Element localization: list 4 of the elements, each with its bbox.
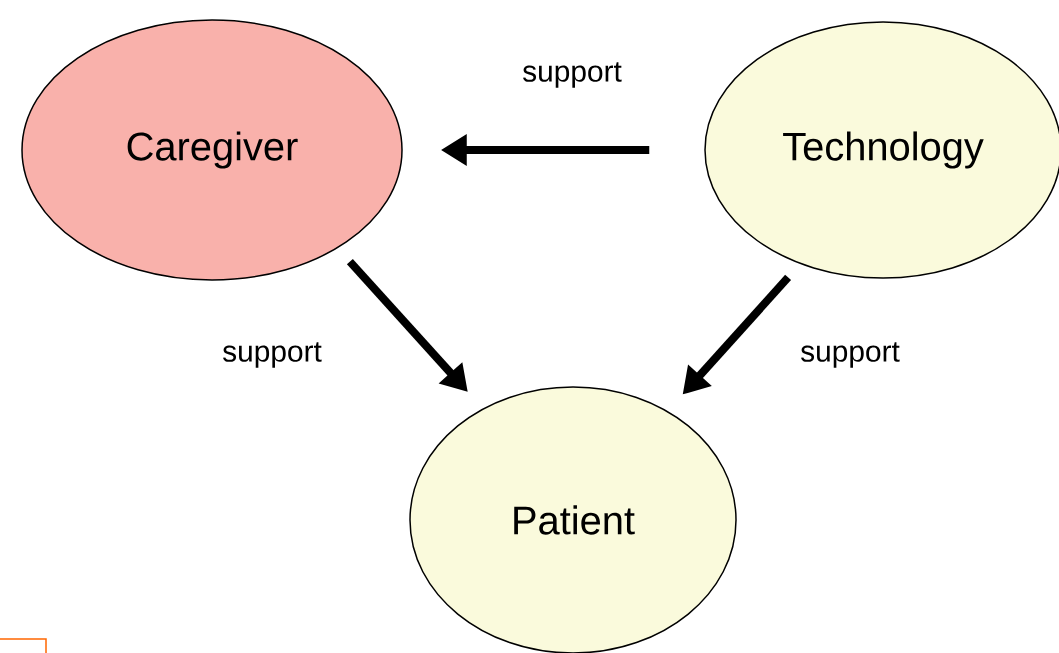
edge-label: support [798,340,902,370]
edge-label: support [520,60,624,90]
edge-label: support [220,340,324,370]
ellipse-node: Caregiver [21,19,403,281]
